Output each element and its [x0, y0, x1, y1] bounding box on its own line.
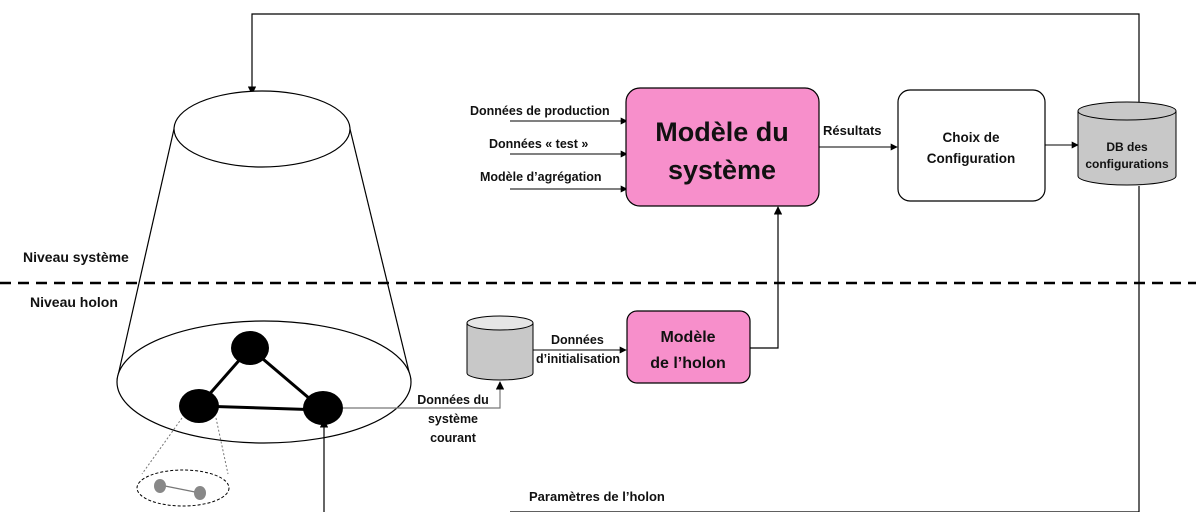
input-test-label: Données « test » — [489, 137, 588, 151]
system-model-box — [625, 87, 820, 207]
db-configurations-line1: DB des — [1106, 140, 1148, 154]
current-data-line1: Données du — [417, 393, 489, 407]
holon-model-line2: de l’holon — [650, 355, 726, 372]
holon-model-line1: Modèle — [660, 329, 715, 346]
db-configurations-line2: configurations — [1085, 157, 1169, 171]
system-model-title-line1: Modèle du — [655, 117, 789, 147]
holon-node-left — [179, 389, 219, 423]
holon-node-top — [231, 331, 269, 365]
system-model-title-line2: système — [668, 155, 776, 185]
holon-node-right — [303, 391, 343, 425]
results-label: Résultats — [823, 123, 882, 138]
holon-params-label: Paramètres de l’holon — [529, 489, 665, 504]
cone-left-edge — [116, 128, 175, 381]
choice-configuration-line1: Choix de — [942, 130, 999, 145]
db-configurations-cylinder — [1077, 101, 1177, 186]
holon-model-box — [626, 310, 751, 384]
level-holon-label: Niveau holon — [30, 294, 118, 310]
zoom-dashed-ellipse — [136, 469, 230, 507]
current-data-line3: courant — [430, 431, 477, 445]
zoom-link — [159, 484, 201, 494]
holon-to-system-arrow — [750, 206, 783, 349]
zoom-node-b — [194, 486, 206, 500]
cone-top-ellipse — [173, 90, 351, 168]
choice-configuration-line2: Configuration — [927, 151, 1015, 166]
feedback-loop-arrow — [247, 13, 1140, 111]
input-production-label: Données de production — [470, 104, 610, 118]
zoom-node-a — [154, 479, 166, 493]
holon-triangle — [195, 345, 328, 412]
zoom-line-right — [215, 417, 229, 475]
current-data-arrow — [343, 381, 505, 409]
choice-configuration-box — [897, 89, 1046, 202]
init-data-cylinder — [466, 315, 534, 381]
input-aggregation-label: Modèle d’agrégation — [480, 170, 602, 184]
level-system-label: Niveau système — [23, 249, 129, 265]
current-data-line2: système — [428, 412, 478, 426]
init-data-line1: Données — [551, 333, 604, 347]
zoom-line-left — [141, 417, 183, 475]
cone-right-edge — [349, 128, 412, 381]
init-data-line2: d’initialisation — [536, 352, 620, 366]
